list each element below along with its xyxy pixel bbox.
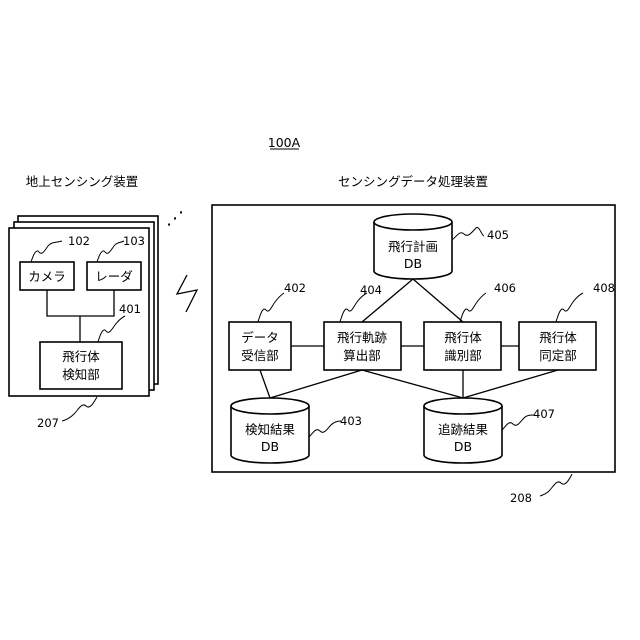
ref-403: 403 xyxy=(340,414,362,428)
identifier-label-line2: 識別部 xyxy=(444,348,482,363)
ref-404: 404 xyxy=(360,283,382,297)
receiver-label-line1: データ xyxy=(241,330,279,345)
stack-ellipsis: ⋰ xyxy=(166,208,184,229)
flight-plan-db-label-line1: 飛行計画 xyxy=(388,239,438,254)
leader-208 xyxy=(540,474,572,496)
identifier-label-line1: 飛行体 xyxy=(444,330,482,345)
detection-db-label-line1: 検知結果 xyxy=(245,422,296,437)
ref-402: 402 xyxy=(284,281,306,295)
tracking-db-label-line2: DB xyxy=(454,439,472,454)
detector-label-line1: 飛行体 xyxy=(62,349,100,364)
fixer-label-line2: 同定部 xyxy=(539,348,577,363)
ref-405: 405 xyxy=(487,228,509,242)
wireless-link-icon xyxy=(177,275,197,312)
radar-label: レーダ xyxy=(95,269,133,284)
camera-label: カメラ xyxy=(28,269,66,284)
detector-label-line2: 検知部 xyxy=(62,367,100,382)
ref-207: 207 xyxy=(37,416,59,430)
ref-407: 407 xyxy=(533,407,555,421)
trajectory-label-line2: 算出部 xyxy=(343,348,381,363)
receiver-label-line2: 受信部 xyxy=(241,348,279,363)
ref-401: 401 xyxy=(119,302,141,316)
figure-label: 100A xyxy=(268,135,301,150)
ref-102: 102 xyxy=(68,234,90,248)
flight-plan-db-label-line2: DB xyxy=(404,256,422,271)
detection-db-label-line2: DB xyxy=(261,439,279,454)
tracking-db-label-line1: 追跡結果 xyxy=(438,422,489,437)
ref-406: 406 xyxy=(494,281,516,295)
leader-207 xyxy=(62,397,97,421)
ground-device-title: 地上センシング装置 xyxy=(26,174,139,189)
processing-device-title: センシングデータ処理装置 xyxy=(338,174,488,189)
trajectory-label-line1: 飛行軌跡 xyxy=(337,330,388,345)
fixer-label-line1: 飛行体 xyxy=(539,330,577,345)
ref-208: 208 xyxy=(510,491,532,505)
ref-408: 408 xyxy=(593,281,615,295)
ref-103: 103 xyxy=(123,234,145,248)
